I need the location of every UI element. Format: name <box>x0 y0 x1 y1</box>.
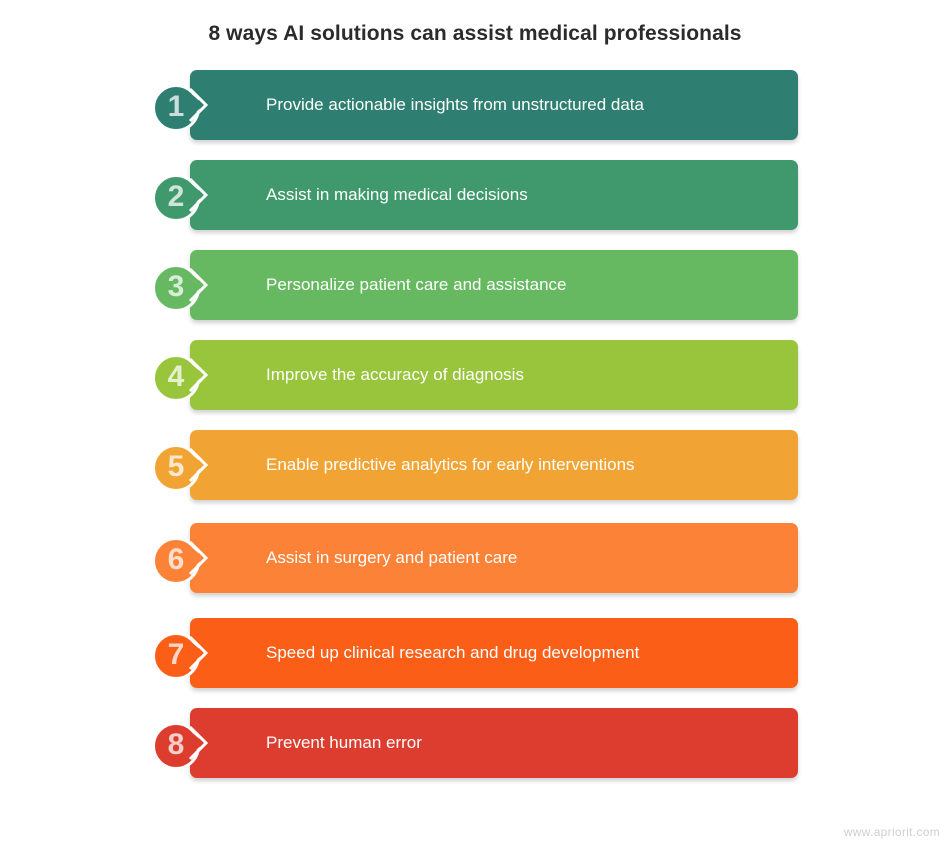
item-bar: Provide actionable insights from unstruc… <box>190 70 798 140</box>
item-number: 5 <box>167 450 185 483</box>
chevron-right-icon <box>188 447 209 483</box>
chevron-right-icon <box>188 267 209 303</box>
page-title: 8 ways AI solutions can assist medical p… <box>208 22 742 45</box>
list-item: Improve the accuracy of diagnosis 4 <box>150 340 810 416</box>
list-item: Provide actionable insights from unstruc… <box>150 70 810 146</box>
item-bar: Assist in surgery and patient care <box>190 523 798 593</box>
item-bar: Speed up clinical research and drug deve… <box>190 618 798 688</box>
list-item: Assist in surgery and patient care 6 <box>150 523 810 599</box>
chevron-right-icon <box>188 725 209 761</box>
item-label: Assist in making medical decisions <box>266 185 528 204</box>
item-number: 7 <box>167 638 185 671</box>
item-number: 4 <box>167 360 185 393</box>
ways-list: Provide actionable insights from unstruc… <box>150 0 810 851</box>
list-item: Assist in making medical decisions 2 <box>150 160 810 236</box>
item-label: Prevent human error <box>266 733 422 752</box>
item-bar: Personalize patient care and assistance <box>190 250 798 320</box>
list-item: Enable predictive analytics for early in… <box>150 430 810 506</box>
item-number: 3 <box>167 270 185 303</box>
item-label: Assist in surgery and patient care <box>266 548 518 567</box>
item-label: Speed up clinical research and drug deve… <box>266 643 640 662</box>
item-bar: Enable predictive analytics for early in… <box>190 430 798 500</box>
list-item: Personalize patient care and assistance … <box>150 250 810 326</box>
item-number: 1 <box>167 90 185 123</box>
item-label: Personalize patient care and assistance <box>266 275 567 294</box>
list-item: Prevent human error 8 <box>150 708 810 784</box>
list-item: Speed up clinical research and drug deve… <box>150 618 810 694</box>
chevron-right-icon <box>188 635 209 671</box>
chevron-right-icon <box>188 87 209 123</box>
watermark: www.apriorit.com <box>843 825 940 839</box>
item-bar: Assist in making medical decisions <box>190 160 798 230</box>
item-bar: Prevent human error <box>190 708 798 778</box>
chevron-right-icon <box>188 357 209 393</box>
item-number: 6 <box>167 543 185 576</box>
item-number: 2 <box>167 180 185 213</box>
chevron-right-icon <box>188 177 209 213</box>
chevron-right-icon <box>188 540 209 576</box>
item-label: Improve the accuracy of diagnosis <box>266 365 524 384</box>
item-label: Enable predictive analytics for early in… <box>266 455 635 474</box>
item-number: 8 <box>167 728 185 761</box>
item-bar: Improve the accuracy of diagnosis <box>190 340 798 410</box>
item-label: Provide actionable insights from unstruc… <box>266 95 644 114</box>
